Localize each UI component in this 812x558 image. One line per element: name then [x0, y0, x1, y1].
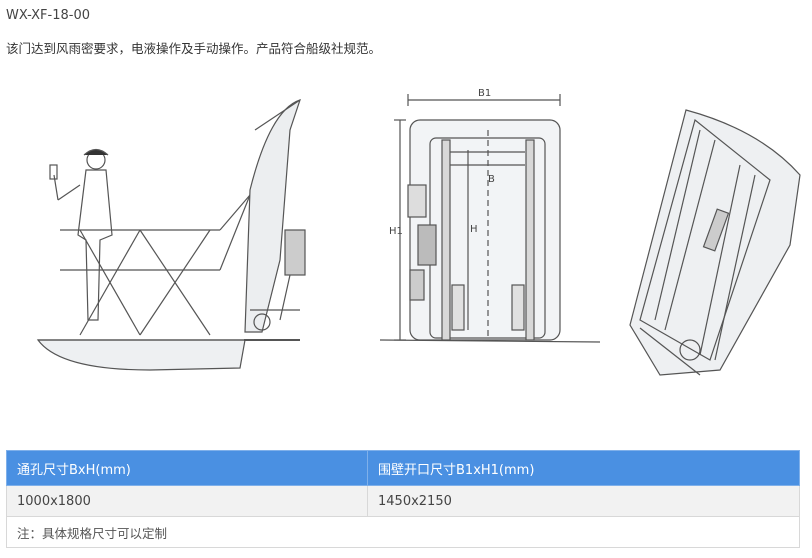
perspective-view-illustration: [629, 109, 801, 376]
table-note: 注：具体规格尺寸可以定制: [6, 516, 800, 548]
product-description: 该门达到风雨密要求，电液操作及手动操作。产品符合船级社规范。: [6, 41, 382, 56]
header-through-hole: 通孔尺寸BxH(mm): [6, 450, 368, 486]
side-view-illustration: [36, 99, 306, 371]
front-view-illustration: [379, 94, 601, 343]
spec-table: 通孔尺寸BxH(mm) 围壁开口尺寸B1xH1(mm) 1000x1800 14…: [6, 450, 800, 548]
cell-through-hole: 1000x1800: [6, 485, 368, 517]
header-wall-opening: 围壁开口尺寸B1xH1(mm): [367, 450, 800, 486]
cell-wall-opening: 1450x2150: [367, 485, 800, 517]
dim-b-label: B: [488, 174, 495, 185]
dim-h-label: H: [470, 224, 478, 235]
dim-h1-label: H1: [389, 226, 403, 237]
technical-drawing: B1 H1 B H: [36, 88, 801, 376]
model-title: WX-XF-18-00: [6, 8, 91, 23]
dim-b1-label: B1: [478, 88, 491, 99]
